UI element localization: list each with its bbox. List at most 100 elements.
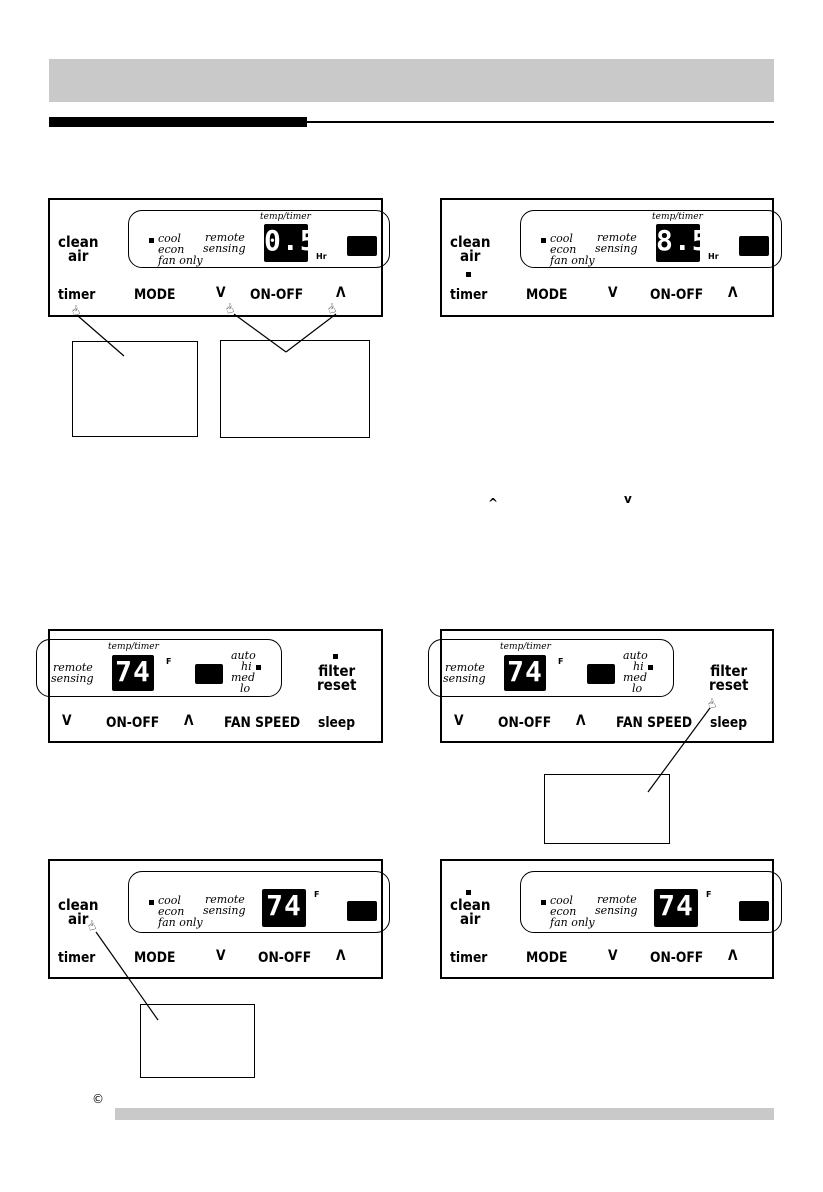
speed-med-label: med [623,671,647,684]
filter-indicator [333,654,338,659]
up-button[interactable]: Λ [184,713,194,729]
mode-cool-label: cool [550,894,573,907]
receiver-window [347,236,377,256]
on-off-button[interactable]: ON-OFF [258,950,312,966]
mode-fan-only-label: fan only [158,254,203,267]
sensing-label: sensing [51,672,94,685]
on-off-button[interactable]: ON-OFF [106,715,160,731]
timer-button[interactable]: timer [450,287,488,303]
mode-econ-label: econ [158,905,185,918]
pointing-hand-icon: ☝ [325,301,339,318]
timer-button[interactable]: timer [450,950,488,966]
callout-box [220,340,370,438]
sensing-label: sensing [203,904,246,917]
copyright-symbol: © [92,1092,104,1106]
section-rule-thick [49,117,307,127]
mode-button[interactable]: MODE [526,950,568,966]
remote-label: remote [597,893,637,906]
display-window [128,871,390,933]
receiver-window [195,664,223,684]
timer-indicator [466,272,471,277]
up-button[interactable]: Λ [728,285,738,301]
section-rule-thin [307,121,774,123]
timer-display: 8.5 [656,224,709,262]
cool-indicator [149,238,154,243]
footer-bar [115,1108,774,1120]
speed-auto-label: auto [623,649,648,662]
remote-label: remote [205,231,245,244]
mode-button[interactable]: MODE [526,287,568,303]
cool-indicator [541,238,546,243]
hr-unit: Hr [708,252,719,261]
on-off-button[interactable]: ON-OFF [250,287,304,303]
callout-box [544,774,670,844]
speed-hi-indicator [648,665,653,670]
on-off-button[interactable]: ON-OFF [650,950,704,966]
on-off-button[interactable]: ON-OFF [650,287,704,303]
pointing-hand-icon: ☝ [223,301,237,318]
hr-unit: Hr [316,252,327,261]
speed-hi-indicator [256,665,261,670]
up-button[interactable]: Λ [336,285,346,301]
receiver-window [347,901,377,921]
temperature-display: 74 [504,655,546,691]
down-button[interactable]: V [216,285,226,301]
up-arrow-icon: ^ [488,496,499,510]
clean-air-indicator [466,890,471,895]
speed-lo-label: lo [632,682,643,695]
timer-button[interactable]: timer [58,287,96,303]
down-button[interactable]: V [62,713,72,729]
callout-box [72,341,198,437]
down-button[interactable]: V [454,713,464,729]
mode-cool-label: cool [550,232,573,245]
mode-cool-label: cool [158,894,181,907]
up-button[interactable]: Λ [576,713,586,729]
temp-timer-label: temp/timer [108,642,159,652]
on-off-button[interactable]: ON-OFF [498,715,552,731]
timer-button[interactable]: timer [58,950,96,966]
up-button[interactable]: Λ [336,948,346,964]
f-unit: F [314,890,320,899]
down-button[interactable]: V [216,948,226,964]
sleep-button[interactable]: sleep [710,715,748,731]
down-button[interactable]: V [608,285,618,301]
fan-speed-button[interactable]: FAN SPEED [224,715,301,731]
temp-timer-label: temp/timer [652,212,703,222]
remote-label: remote [205,893,245,906]
sensing-label: sensing [203,242,246,255]
temperature-display: 74 [654,889,698,927]
down-button[interactable]: V [608,948,618,964]
receiver-window [739,236,769,256]
mode-econ-label: econ [158,243,185,256]
f-unit: F [558,657,564,666]
temp-timer-label: temp/timer [500,642,551,652]
speed-med-label: med [231,671,255,684]
mode-button[interactable]: MODE [134,950,176,966]
display-window [128,210,390,268]
header-bar [49,59,774,102]
receiver-window [739,901,769,921]
f-unit: F [706,890,712,899]
display-window [36,639,282,697]
sleep-button[interactable]: sleep [318,715,356,731]
mode-button[interactable]: MODE [134,287,176,303]
timer-display: 0.5 [264,224,317,262]
mode-cool-label: cool [158,232,181,245]
temperature-display: 74 [262,889,306,927]
receiver-window [587,664,615,684]
sensing-label: sensing [443,672,486,685]
display-window [520,871,782,933]
up-button[interactable]: Λ [728,948,738,964]
display-window [428,639,674,697]
mode-fan-only-label: fan only [158,916,203,929]
fan-speed-button[interactable]: FAN SPEED [616,715,693,731]
